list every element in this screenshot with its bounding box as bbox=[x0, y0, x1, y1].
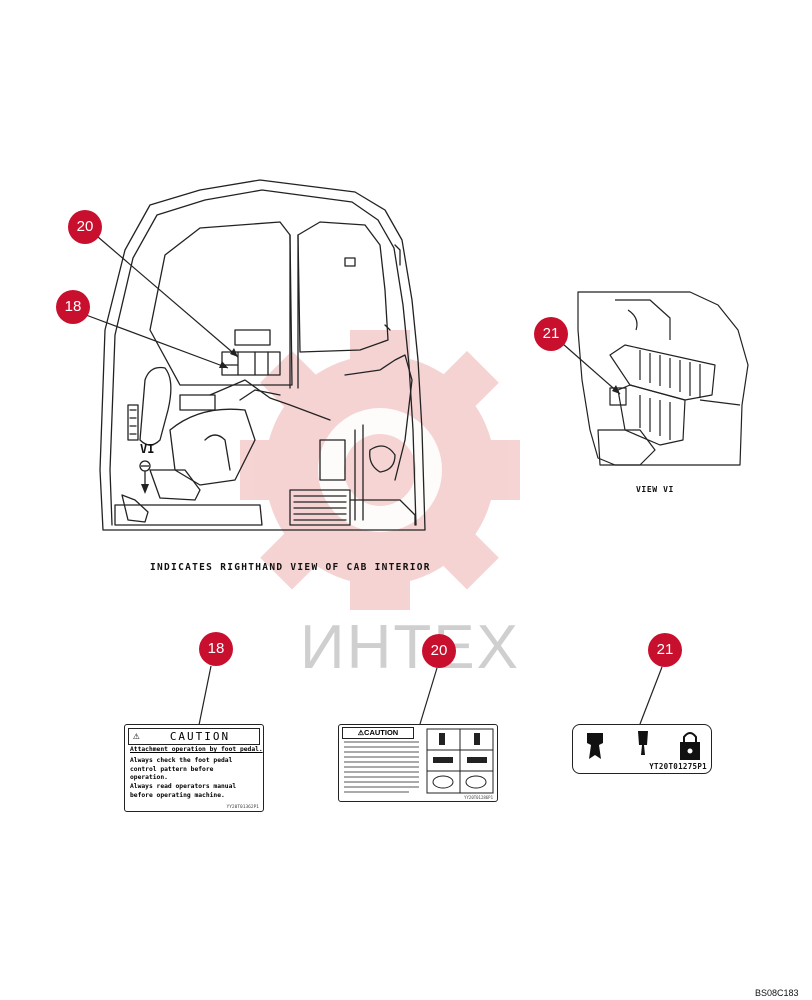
lock-icon bbox=[683, 732, 697, 743]
decal-20-text-block bbox=[344, 728, 494, 794]
callout-18-main: 18 bbox=[56, 290, 90, 324]
decal-18-line: operation. bbox=[130, 774, 168, 782]
watermark-text: ИНТЕХ bbox=[300, 613, 520, 682]
hammer-icon bbox=[638, 731, 648, 755]
decal-18-line: Always read operators manual bbox=[130, 783, 237, 791]
decal-21-icons bbox=[587, 731, 700, 760]
decal-18-text: Always check the foot pedal control patt… bbox=[130, 757, 236, 801]
callout-21-decal: 21 bbox=[648, 633, 682, 667]
decal-18-line: before operating machine. bbox=[130, 791, 225, 799]
decal-18-line: control pattern before bbox=[130, 765, 214, 773]
decal-18-line: Always check the foot pedal bbox=[130, 757, 233, 764]
decal-20: ⚠CAUTION YY20T01286P1 bbox=[338, 724, 498, 802]
warning-icon: ⚠ bbox=[133, 729, 142, 742]
decal-20-part-number: YY20T01286P1 bbox=[464, 795, 493, 800]
decal-18-header-text: CAUTION bbox=[169, 730, 231, 743]
callout-18-decal: 18 bbox=[199, 632, 233, 666]
decal-18: ⚠ CAUTION Attachment operation by foot p… bbox=[124, 724, 264, 812]
decal-20-header-text: CAUTION bbox=[364, 728, 399, 737]
callout-20-decal: 20 bbox=[422, 634, 456, 668]
decal-18-part-number: YY20T01362P1 bbox=[226, 805, 259, 810]
view-marker: VI bbox=[140, 442, 155, 456]
decal-18-subtitle: Attachment operation by foot pedal. bbox=[130, 746, 263, 753]
decal-21: YT20T01275P1 bbox=[572, 724, 712, 774]
decal-18-header: ⚠ CAUTION bbox=[128, 728, 260, 745]
callout-21-main: 21 bbox=[534, 317, 568, 351]
decal-20-header: ⚠CAUTION bbox=[342, 727, 414, 739]
figure-id: BS08C183 bbox=[755, 988, 799, 998]
warning-icon: ⚠ bbox=[357, 730, 365, 737]
decal-21-part-number: YT20T01275P1 bbox=[649, 762, 707, 771]
main-view-caption: INDICATES RIGHTHAND VIEW OF CAB INTERIOR bbox=[150, 562, 431, 573]
breaker-icon bbox=[587, 733, 603, 759]
view-vi-caption: VIEW VI bbox=[636, 485, 674, 494]
callout-20-main: 20 bbox=[68, 210, 102, 244]
